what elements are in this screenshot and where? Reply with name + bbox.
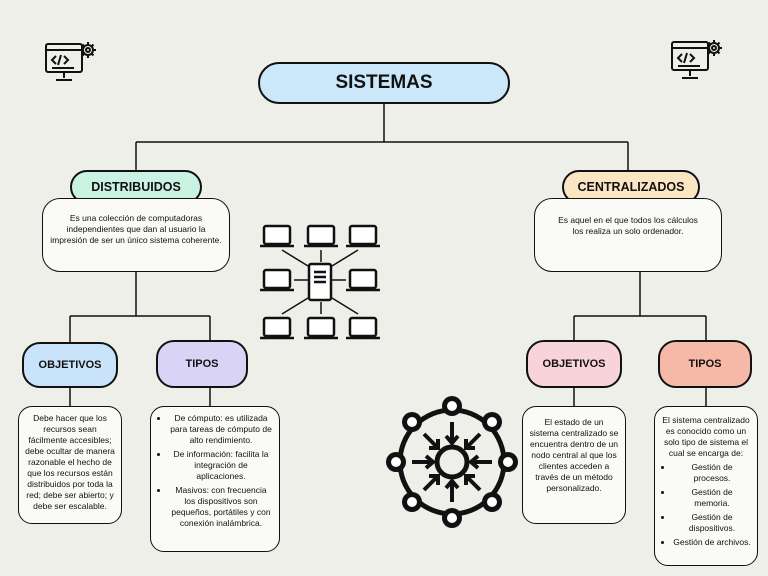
centralizados-label: CENTRALIZADOS	[577, 180, 685, 194]
distribuidos-description: Es una colección de computadoras indepen…	[42, 198, 230, 272]
dist-objetivos-box: Debe hacer que los recursos sean fácilme…	[18, 406, 122, 524]
distributed-network-icon	[260, 224, 380, 340]
dist-objetivos-label: OBJETIVOS	[38, 359, 102, 371]
cent-tipo-item: Gestión de dispositivos.	[673, 512, 751, 534]
centralizados-description: Es aquel en el que todos los cálculos lo…	[534, 198, 722, 272]
dist-tipo-item: Masivos: con frecuencia los dispositivos…	[169, 485, 273, 529]
centralized-hub-icon	[386, 396, 518, 528]
distribuidos-label: DISTRIBUIDOS	[91, 180, 181, 194]
distribuidos-description-text: Es una colección de computadoras indepen…	[50, 213, 222, 245]
title-node: SISTEMAS	[258, 62, 510, 104]
cent-objetivos-label: OBJETIVOS	[542, 358, 606, 370]
cent-tipos-box: El sistema centralizado es conocido como…	[654, 406, 758, 566]
coding-computer-gear-icon	[671, 40, 722, 79]
dist-tipos-label: TIPOS	[185, 358, 219, 370]
cent-tipos-label: TIPOS	[688, 358, 722, 370]
cent-tipo-item: Gestión de archivos.	[673, 537, 751, 548]
cent-tipos-node: TIPOS	[658, 340, 752, 388]
title-label: SISTEMAS	[335, 72, 433, 93]
cent-tipo-item: Gestión de procesos.	[673, 462, 751, 484]
centralizados-description-text: Es aquel en el que todos los cálculos lo…	[558, 215, 698, 236]
cent-tipos-intro: El sistema centralizado es conocido como…	[662, 415, 750, 458]
cent-tipo-item: Gestión de memoria.	[673, 487, 751, 509]
coding-computer-gear-icon	[45, 42, 96, 81]
dist-objetivos-text: Debe hacer que los recursos sean fácilme…	[25, 413, 115, 511]
cent-objetivos-text: El estado de un sistema centralizado se …	[529, 417, 619, 493]
cent-objetivos-node: OBJETIVOS	[526, 340, 622, 388]
dist-tipos-node: TIPOS	[156, 340, 248, 388]
dist-tipo-item: De información: facilita la integración …	[169, 449, 273, 482]
dist-tipo-item: De cómputo: es utilizada para tareas de …	[169, 413, 273, 446]
cent-objetivos-box: El estado de un sistema centralizado se …	[522, 406, 626, 524]
dist-tipos-box: De cómputo: es utilizada para tareas de …	[150, 406, 280, 552]
dist-objetivos-node: OBJETIVOS	[22, 342, 118, 388]
